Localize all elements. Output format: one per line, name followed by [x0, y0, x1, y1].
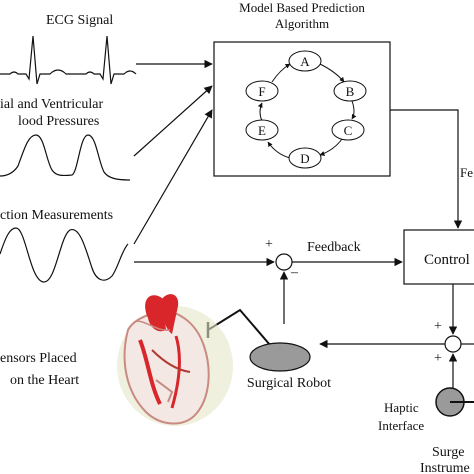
robot-arm	[207, 308, 277, 353]
state-label: F	[258, 84, 265, 99]
motion-waveform	[0, 227, 129, 283]
heart-label-line2: on the Heart	[10, 373, 79, 388]
lower-plus-sign-top: +	[434, 319, 442, 334]
control-box	[403, 229, 474, 285]
heart-illustration	[117, 294, 233, 426]
state-node-c: C	[331, 119, 365, 141]
side-feedforward-label: Fe	[460, 165, 473, 180]
robot-label: Surgical Robot	[247, 376, 331, 391]
instrument-label-line1: Surge	[432, 445, 464, 460]
algorithm-title-line2: Algorithm	[275, 16, 329, 31]
lower-summing-junction	[444, 335, 462, 353]
motion-label: ction Measurements	[0, 208, 113, 223]
prediction-output-arrow	[390, 109, 463, 229]
state-label: B	[346, 84, 355, 99]
control-label: Control	[424, 252, 470, 268]
state-node-d: D	[288, 147, 322, 169]
algorithm-title-line1: Model Based Prediction	[239, 0, 365, 15]
input-arrows	[133, 59, 213, 245]
pressure-label-line2: lood Pressures	[18, 114, 99, 129]
state-node-b: B	[333, 80, 367, 102]
state-label: E	[258, 123, 266, 138]
state-label: A	[300, 54, 310, 69]
state-label: D	[300, 151, 309, 166]
feedback-label: Feedback	[307, 240, 361, 255]
upper-minus-sign: –	[290, 265, 299, 280]
state-node-e: E	[245, 119, 279, 141]
state-cycle-arrows	[257, 63, 357, 159]
state-node-f: F	[245, 80, 279, 102]
state-node-a: A	[288, 50, 322, 72]
robot-base	[249, 342, 311, 372]
ecg-label: ECG Signal	[46, 13, 113, 28]
ecg-waveform	[0, 35, 137, 85]
heart-label-line1: ensors Placed	[0, 351, 77, 366]
upper-plus-sign: +	[265, 237, 273, 252]
haptic-label-line2: Interface	[378, 418, 424, 433]
haptic-label-line1: Haptic	[384, 400, 419, 415]
lower-plus-sign-bottom: +	[434, 351, 442, 366]
upper-summing-junction	[275, 253, 293, 271]
pressure-label-line1: ial and Ventricular	[0, 97, 103, 112]
pressure-waveform	[0, 134, 131, 181]
instrument-label-line2: Instrume	[420, 461, 470, 474]
state-label: C	[344, 123, 353, 138]
